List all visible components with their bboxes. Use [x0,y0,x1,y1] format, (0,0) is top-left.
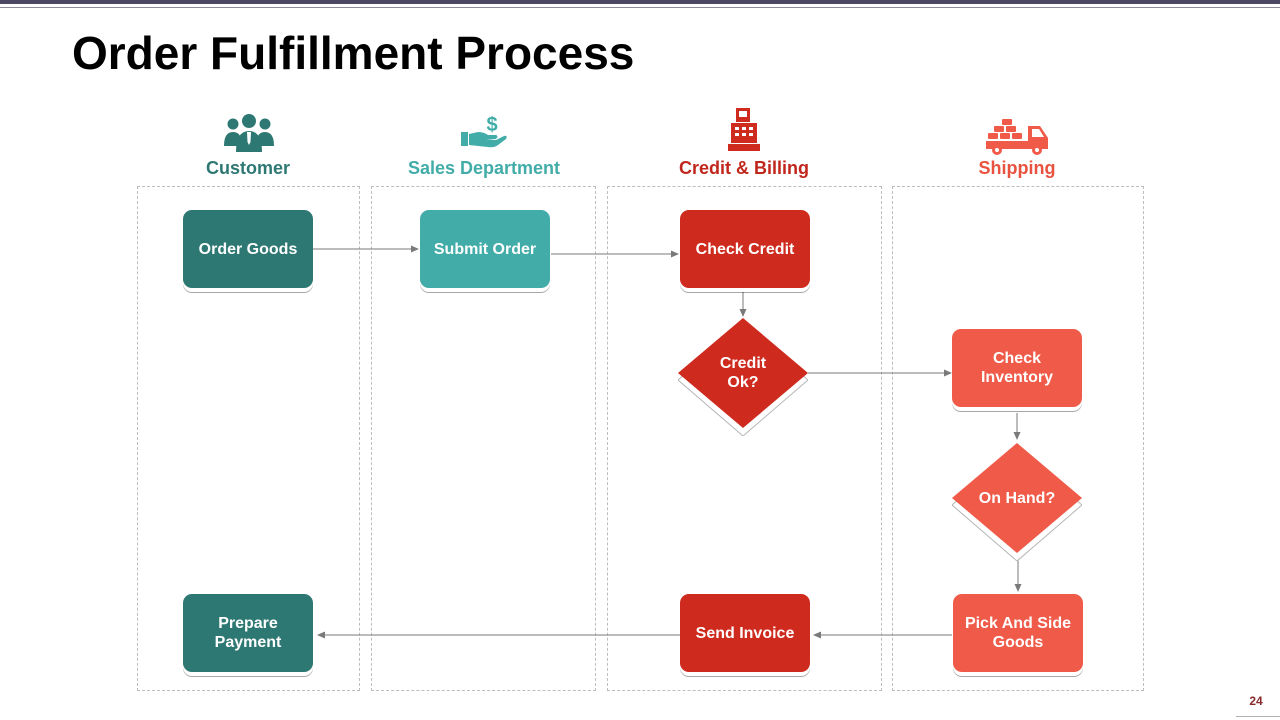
step-send-invoice: Send Invoice [680,594,810,672]
decision-credit-ok-label: Credit Ok? [719,355,767,391]
lane-label-credit-billing: Credit & Billing [679,158,809,178]
hand-with-dollar-icon: $ [461,114,507,148]
step-submit-order: Submit Order [420,210,550,288]
lane-customer [137,186,360,691]
lane-label-shipping: Shipping [978,158,1056,178]
step-order-goods: Order Goods [183,210,313,288]
decision-on-hand-label: On Hand? [978,489,1056,507]
group-of-people-icon [224,114,274,152]
decision-on-hand: On Hand? [952,443,1082,561]
lane-label-sales-department: Sales Department [407,158,561,178]
lane-credit-billing [607,186,882,691]
slide-title: Order Fulfillment Process [72,27,635,79]
decision-credit-ok: Credit Ok? [678,318,808,436]
step-check-credit: Check Credit [680,210,810,288]
top-accent-bar [0,0,1280,4]
top-accent-line [0,7,1280,8]
lane-sales-department [371,186,596,691]
svg-text:$: $ [486,114,497,136]
step-prepare-payment: Prepare Payment [183,594,313,672]
delivery-truck-icon [986,119,1048,155]
page-number: 24 [1249,694,1263,708]
step-check-inventory: Check Inventory [952,329,1082,407]
lane-label-customer: Customer [205,158,290,178]
lane-shipping [892,186,1144,691]
cash-register-icon [728,108,760,151]
page-number-underline [1236,716,1280,717]
step-pick-and-side-goods: Pick And Side Goods [953,594,1083,672]
